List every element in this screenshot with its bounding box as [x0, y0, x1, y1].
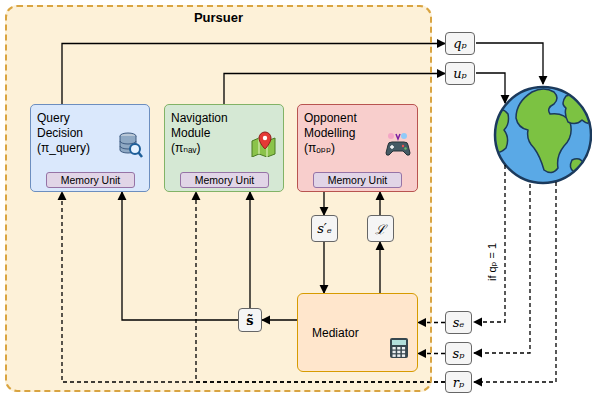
observation-line: [474, 165, 505, 322]
variable-box: sₚ: [445, 342, 472, 365]
connector: [262, 319, 297, 320]
node-title: Opponent Modelling: [304, 111, 386, 141]
connector: [196, 192, 445, 382]
node-title: Navigation Module: [171, 111, 253, 141]
region-fill: [5, 5, 432, 392]
text-holder: uₚ: [453, 66, 467, 81]
variable-box: s′ₑ: [311, 215, 338, 242]
node-title: Query Decision: [37, 111, 119, 141]
globe-icon: [488, 87, 592, 183]
node-title: s̃: [246, 313, 253, 328]
policy-symbol: (πₒₚₚ): [304, 141, 386, 156]
connector: [122, 192, 238, 320]
world-links: [474, 43, 556, 382]
node-title: s′ₑ: [317, 221, 332, 236]
memory-unit: Memory Unit: [313, 172, 402, 188]
node-title: uₚ: [453, 66, 467, 81]
module-box: Opponent Modelling(πₒₚₚ) Memory Unit: [297, 104, 418, 192]
memory-unit: Memory Unit: [180, 172, 269, 188]
text-holder: qₚ: [453, 36, 467, 51]
node-title: sₑ: [453, 315, 465, 330]
connector: [379, 192, 380, 215]
text-holder: s̃: [246, 313, 253, 328]
node-title: sₚ: [453, 346, 465, 361]
pursuer-region: PursuerQuery Decision(π_query) Memory Uni…: [5, 5, 432, 392]
text-holder: sₚ: [453, 346, 465, 361]
action-line: [476, 43, 543, 84]
text-holder: Query Decision(π_query): [31, 105, 119, 156]
connector: [62, 44, 445, 105]
node-title: Mediator: [312, 326, 359, 340]
observation-line: [474, 184, 530, 353]
node-title: rₚ: [453, 375, 464, 390]
opp-icon: [385, 131, 411, 161]
text-holder: Opponent Modelling(πₒₚₚ): [298, 105, 386, 156]
variable-box: sₑ: [445, 311, 472, 334]
title-holder: Pursuer: [7, 7, 430, 25]
module-box: Query Decision(π_query) Memory Unit: [30, 104, 150, 192]
node-title: Memory Unit: [61, 174, 121, 186]
node-title: Pursuer: [7, 10, 430, 25]
text-holder: ℒ: [375, 220, 386, 238]
connector: [323, 242, 324, 293]
mediator-box: Mediator: [297, 293, 418, 372]
query-icon: [119, 131, 143, 163]
condition-label: if qₚ = 1: [486, 241, 499, 283]
reward-line: [474, 182, 556, 382]
med-icon: [389, 337, 409, 363]
connector: [62, 192, 445, 382]
text-holder: sₑ: [453, 315, 465, 330]
text-holder: Memory Unit: [61, 174, 121, 186]
text-holder: Navigation Module(πₙₐᵥ): [165, 105, 253, 156]
variable-box: ℒ: [367, 215, 394, 242]
connector: [249, 192, 250, 308]
text-holder: Memory Unit: [195, 174, 255, 186]
nav-icon: [251, 131, 277, 161]
variable-box: qₚ: [445, 32, 475, 55]
node-title: Memory Unit: [195, 174, 255, 186]
variable-box: rₚ: [445, 371, 472, 393]
variable-box: s̃: [238, 308, 262, 332]
node-title: Memory Unit: [328, 174, 388, 186]
connector: [379, 242, 380, 293]
module-box: Navigation Module(πₙₐᵥ) Memory Unit: [164, 104, 284, 192]
connector: [323, 192, 324, 215]
variable-box: uₚ: [445, 62, 475, 85]
node-title: qₚ: [453, 36, 467, 51]
action-line: [476, 73, 505, 103]
text-holder: Mediator: [312, 326, 359, 340]
text-holder: rₚ: [453, 375, 464, 390]
connector: [224, 74, 445, 105]
node-title: ℒ: [375, 220, 386, 238]
text-holder: Memory Unit: [328, 174, 388, 186]
policy-symbol: (πₙₐᵥ): [171, 141, 253, 156]
text-holder: s′ₑ: [317, 221, 332, 236]
policy-symbol: (π_query): [37, 141, 119, 156]
memory-unit: Memory Unit: [46, 172, 135, 188]
